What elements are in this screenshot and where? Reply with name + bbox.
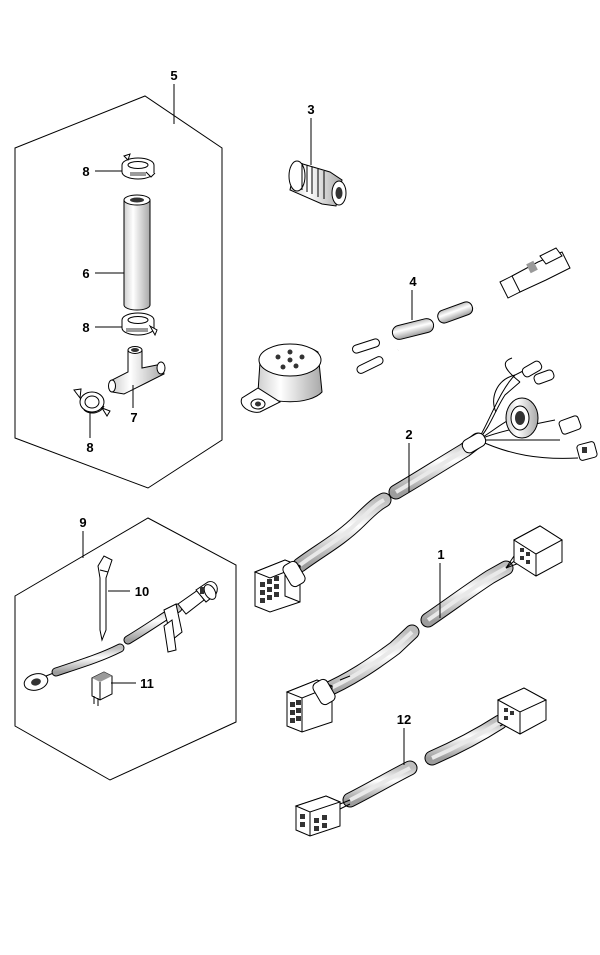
callout-1: 1 (437, 547, 444, 562)
callout-9: 9 (79, 515, 86, 530)
buzzer-harness[interactable] (240, 247, 571, 413)
callout-5: 5 (170, 68, 177, 83)
kit-5-outline (14, 95, 223, 489)
callout-labels: 5 3 8 6 8 7 8 4 2 9 1 10 11 12 (79, 68, 444, 727)
main-wiring-harness[interactable] (253, 357, 598, 613)
callout-2: 2 (405, 427, 412, 442)
callout-8-top: 8 (82, 164, 89, 179)
kit-9-outline (14, 517, 237, 781)
hose-clamp-top[interactable] (121, 153, 156, 180)
callout-8-bottom: 8 (86, 440, 93, 455)
hose-clamp-bottom[interactable] (73, 388, 111, 417)
callout-6: 6 (82, 266, 89, 281)
fuse-block[interactable] (91, 671, 113, 706)
adapter-harness[interactable] (285, 525, 563, 733)
callout-10: 10 (135, 584, 149, 599)
callout-12: 12 (397, 712, 411, 727)
callout-8-middle: 8 (82, 320, 89, 335)
callout-3: 3 (307, 102, 314, 117)
ground-wire[interactable] (22, 581, 218, 693)
cable-tie[interactable] (97, 555, 113, 642)
callout-4: 4 (409, 274, 417, 289)
tee-joint[interactable] (108, 346, 166, 395)
callout-7: 7 (130, 410, 137, 425)
fuel-hose[interactable] (123, 194, 151, 311)
callout-11: 11 (140, 676, 154, 691)
adapter-harness-12[interactable] (294, 687, 548, 837)
hose-clamp-middle[interactable] (121, 312, 158, 337)
grommet-plug[interactable] (288, 160, 347, 207)
leader-lines (82, 84, 441, 765)
